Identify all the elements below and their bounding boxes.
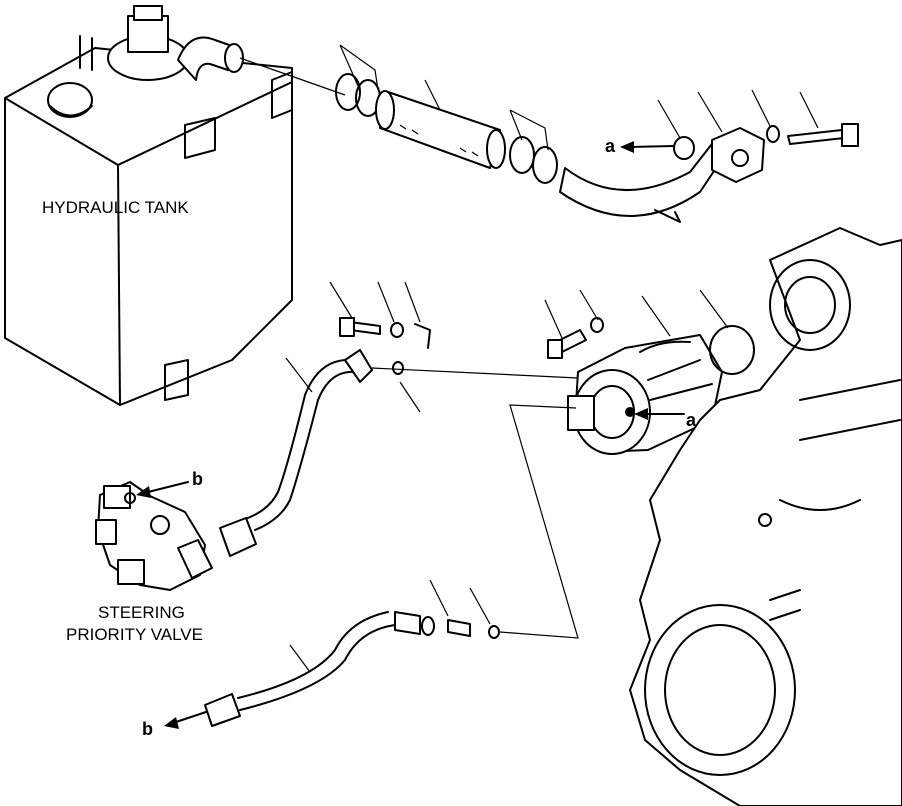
reference-label-b-valve: b [192,469,203,489]
pressure-hose-lower [204,404,579,727]
hydraulic-tank [4,5,293,406]
hydraulic-pump [547,317,755,455]
reference-label-a-pump: a [686,410,697,430]
reference-arrow-b-valve [136,481,189,498]
leader-lines [285,44,819,673]
pressure-hose-upper [219,317,579,557]
reference-arrow-b-hose [164,711,207,729]
reference-label-b-hose: b [142,719,153,739]
reference-arrow-a-pump [634,408,685,420]
reference-label-a-upper: a [605,136,616,156]
reference-arrow-a-upper [620,141,675,153]
hydraulic-tank-label: HYDRAULIC TANK [42,198,189,217]
steering-priority-valve [95,481,213,591]
suction-hose-assembly [239,57,859,223]
steering-valve-label-line2: PRIORITY VALVE [66,625,203,644]
steering-valve-label-line1: STEERING [98,603,185,622]
transmission-housing [629,227,902,806]
